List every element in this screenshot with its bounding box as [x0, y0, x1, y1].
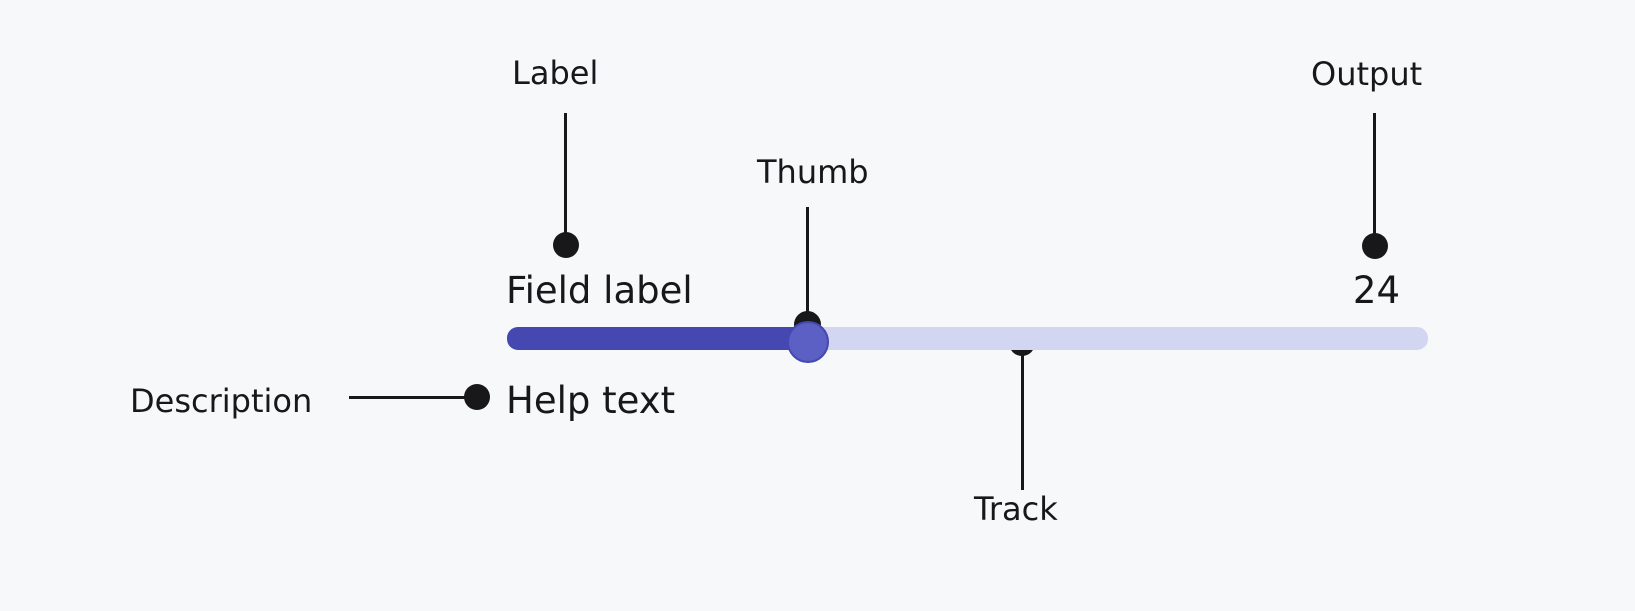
annotation-output-connector-line [1373, 113, 1376, 240]
annotation-thumb-connector-line [806, 207, 809, 322]
annotation-track-connector-line [1021, 350, 1024, 490]
annotation-label-label: Label [512, 54, 599, 92]
annotation-track-label: Track [974, 490, 1058, 528]
annotation-thumb-label: Thumb [757, 153, 869, 191]
slider-track-fill [507, 327, 808, 350]
slider-thumb[interactable] [787, 321, 829, 363]
annotation-output-dot [1362, 233, 1388, 259]
slider-field-label: Field label [506, 269, 693, 312]
annotation-description-connector-line [349, 396, 477, 399]
slider-output-value: 24 [1352, 269, 1400, 312]
annotation-output-label: Output [1311, 55, 1423, 93]
annotation-label-dot [553, 232, 579, 258]
slider-help-text: Help text [506, 379, 676, 422]
slider-track[interactable] [507, 327, 1428, 350]
annotation-description-label: Description [130, 382, 313, 420]
annotation-description-dot [464, 384, 490, 410]
annotation-label-connector-line [564, 113, 567, 238]
